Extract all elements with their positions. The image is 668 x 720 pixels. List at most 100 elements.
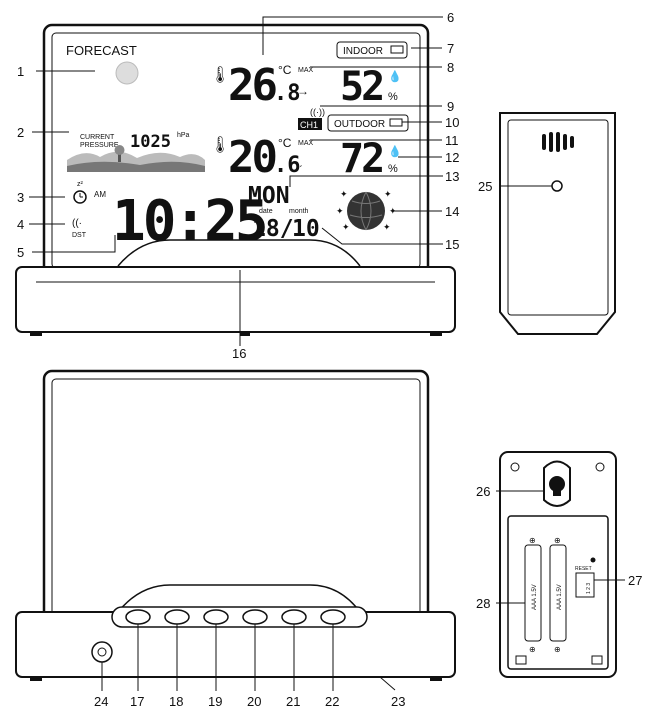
forecast-label: FORECAST: [66, 43, 137, 58]
back-unit: [15, 369, 456, 681]
button-20[interactable]: [242, 609, 268, 625]
button-17[interactable]: [125, 609, 151, 625]
svg-text:OUTDOOR: OUTDOOR: [334, 119, 385, 130]
callout-14: 14: [445, 204, 459, 219]
indoor-temp: 26: [228, 60, 276, 111]
svg-text:INDOOR: INDOOR: [343, 46, 383, 57]
pressure-label-1: CURRENT: [80, 134, 115, 141]
svg-text:✦: ✦: [384, 189, 392, 199]
outdoor-sensor: [499, 112, 616, 335]
front-unit: FORECAST CURRENT PRESSURE 1025 hPa z² AM…: [15, 23, 456, 336]
callout-27: 27: [628, 573, 642, 588]
button-19[interactable]: [203, 609, 229, 625]
callout-26: 26: [476, 484, 490, 499]
alarm-z-text: z²: [77, 181, 84, 188]
indoor-max: MAX: [298, 67, 314, 74]
date-value: 18/: [252, 216, 294, 242]
date-label: date: [259, 208, 273, 215]
callout-1: 1: [17, 64, 24, 79]
droplet-icon-2: 💧: [388, 145, 402, 158]
callout-22: 22: [325, 694, 339, 709]
outdoor-percent: %: [388, 163, 398, 175]
droplet-icon: 💧: [388, 70, 402, 83]
indoor-badge: [336, 41, 408, 59]
channel-badge: [298, 118, 322, 130]
outdoor-humidity: 72: [340, 136, 382, 182]
callout-15: 15: [445, 237, 459, 252]
callout-numbers: 1 2 3 4 5 6 7 8 9 10 11 12 13 14 15 16 2…: [17, 10, 642, 709]
callout-7: 7: [447, 41, 454, 56]
indoor-unit: °C: [278, 63, 292, 77]
trend-arrow-icon-2: ˏ: [299, 157, 302, 168]
svg-text:AAA 1.5V: AAA 1.5V: [532, 584, 538, 610]
callout-10: 10: [445, 115, 459, 130]
sensor-grille: [542, 132, 574, 152]
outdoor-temp-decimal: .6: [274, 153, 301, 178]
stand-top: [117, 239, 361, 267]
sun-icon: [115, 61, 139, 85]
svg-text:✦: ✦: [383, 222, 391, 232]
month-value: 10: [292, 216, 320, 242]
callout-8: 8: [447, 60, 454, 75]
callout-25: 25: [478, 179, 492, 194]
landscape-icon: [67, 145, 205, 172]
callout-13: 13: [445, 169, 459, 184]
svg-text:AAA 1.5V: AAA 1.5V: [557, 584, 563, 610]
callout-19: 19: [208, 694, 222, 709]
indoor-percent: %: [388, 91, 398, 103]
svg-text:✦: ✦: [342, 222, 350, 232]
svg-text:CH1: CH1: [300, 120, 318, 130]
callout-21: 21: [286, 694, 300, 709]
outdoor-temp: 20: [228, 132, 275, 183]
callout-2: 2: [17, 125, 24, 140]
svg-text:✦: ✦: [336, 206, 344, 216]
trend-arrow-icon: →: [297, 84, 309, 98]
thermometer-icon-2: 🌡: [210, 136, 230, 154]
stand-base: [15, 266, 456, 333]
svg-text:⊕: ⊕: [554, 536, 561, 545]
callout-18: 18: [169, 694, 183, 709]
callout-12: 12: [445, 150, 459, 165]
reset-button[interactable]: [590, 557, 596, 563]
callout-28: 28: [476, 596, 490, 611]
reset-label: RESET: [575, 566, 592, 572]
callout-3: 3: [17, 190, 24, 205]
button-21[interactable]: [281, 609, 307, 625]
pressure-label-2: PRESSURE: [80, 142, 119, 149]
svg-text:✦: ✦: [389, 206, 397, 216]
button-22[interactable]: [320, 609, 346, 625]
callout-4: 4: [17, 217, 24, 232]
battery-2: [549, 544, 567, 642]
power-jack: [91, 641, 113, 663]
radio-signal-icon: ((·: [72, 218, 82, 229]
channel-switch[interactable]: [575, 572, 595, 598]
svg-text:1 2 3: 1 2 3: [586, 583, 592, 594]
callout-16: 16: [232, 346, 246, 361]
callout-17: 17: [130, 694, 144, 709]
indoor-humidity: 52: [340, 64, 382, 110]
weekday: MON: [248, 183, 290, 209]
callout-23: 23: [391, 694, 405, 709]
moon-phase-icon: ✦ ✦ ✦ ✦ ✦ ✦: [336, 189, 397, 232]
battery-1: [524, 544, 542, 642]
hanging-hole: [543, 460, 571, 507]
sensor-led: [551, 180, 563, 192]
svg-text:⊕: ⊕: [554, 645, 561, 654]
svg-text:⊕: ⊕: [529, 536, 536, 545]
control-buttons: [125, 609, 346, 625]
alarm-icon: [73, 190, 87, 204]
callout-24: 24: [94, 694, 108, 709]
button-18[interactable]: [164, 609, 190, 625]
thermometer-icon: 🌡: [210, 66, 230, 84]
sensor-back: AAA 1.5V AAA 1.5V ⊕ ⊕ ⊕ ⊕ RESET 1 2 3: [499, 451, 617, 678]
indoor-temp-decimal: .8: [274, 81, 301, 106]
outdoor-unit: °C: [278, 136, 292, 150]
signal-icon: ((·)): [310, 107, 325, 117]
svg-text:⊕: ⊕: [529, 645, 536, 654]
svg-text:✦: ✦: [340, 189, 348, 199]
callout-6: 6: [447, 10, 454, 25]
pressure-unit: hPa: [177, 132, 190, 139]
callout-lines: [29, 16, 625, 691]
callout-20: 20: [247, 694, 261, 709]
month-label: month: [289, 208, 309, 215]
